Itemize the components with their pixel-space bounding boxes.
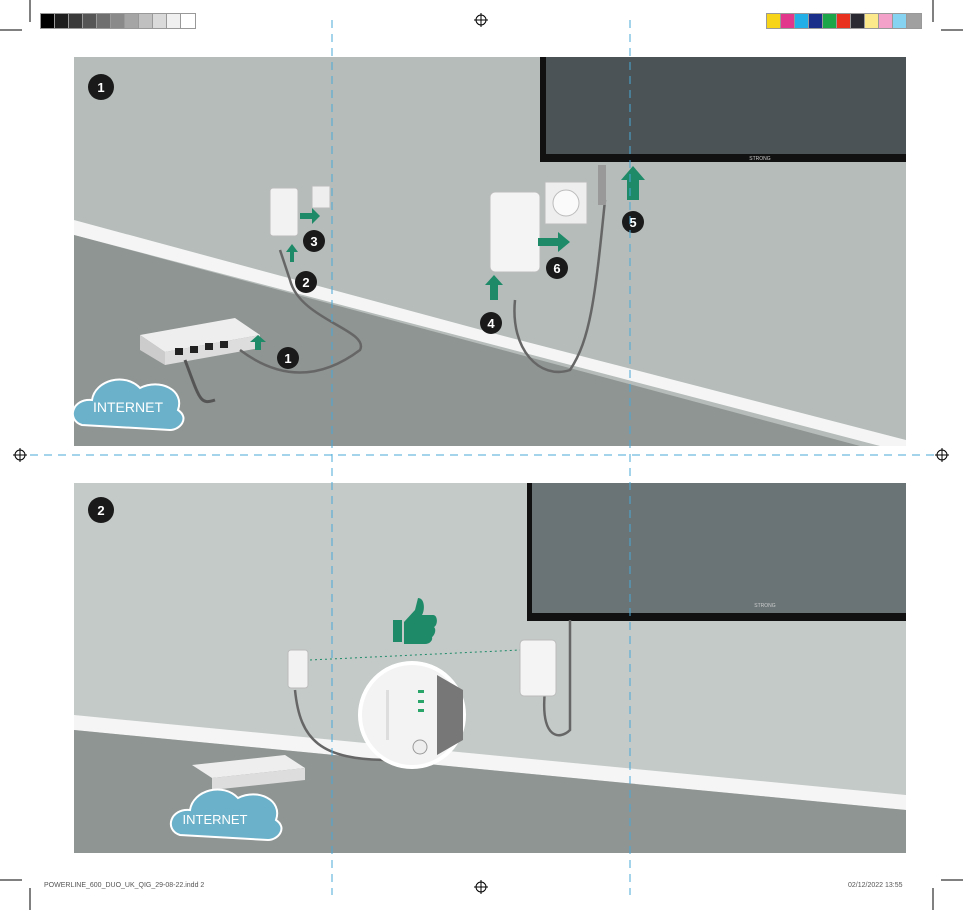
- footer-file-name: POWERLINE_600_DUO_UK_QIG_29-08-22.indd 2: [44, 882, 205, 889]
- step-badge: 4: [487, 316, 495, 331]
- color-swatch: [82, 13, 98, 29]
- internet-cloud: INTERNET: [169, 788, 283, 842]
- internet-cloud: INTERNET: [71, 378, 185, 432]
- color-swatch: [68, 13, 84, 29]
- color-swatch: [794, 13, 810, 29]
- color-swatch: [780, 13, 796, 29]
- panel-badge: 1: [97, 80, 104, 95]
- step-badge: 2: [302, 275, 309, 290]
- color-swatch: [878, 13, 894, 29]
- color-swatch: [166, 13, 182, 29]
- panel-badge: 2: [97, 503, 104, 518]
- svg-text:INTERNET: INTERNET: [93, 399, 163, 415]
- color-swatch: [124, 13, 140, 29]
- color-swatch: [906, 13, 922, 29]
- color-swatch: [808, 13, 824, 29]
- color-swatch: [850, 13, 866, 29]
- footer-timestamp: 02/12/2022 13:55: [848, 882, 903, 889]
- color-swatch: [766, 13, 782, 29]
- color-swatch: [864, 13, 880, 29]
- tv-brand: STRONG: [749, 156, 771, 162]
- thumbs-up-icon: [393, 598, 437, 644]
- color-swatch: [892, 13, 908, 29]
- tv-brand: STRONG: [754, 603, 776, 609]
- arrow-icon: [250, 166, 645, 350]
- color-swatch: [180, 13, 196, 29]
- color-swatch: [836, 13, 852, 29]
- color-swatch: [40, 13, 56, 29]
- color-swatch: [54, 13, 70, 29]
- step-badge: 6: [553, 261, 560, 276]
- fold-guides: [30, 20, 935, 895]
- color-swatch: [110, 13, 126, 29]
- color-swatch: [138, 13, 154, 29]
- panel-2: STRONG INTERNET 2: [74, 483, 906, 853]
- color-swatch: [152, 13, 168, 29]
- step-badge: 1: [284, 351, 291, 366]
- svg-text:INTERNET: INTERNET: [183, 812, 248, 827]
- panel-1: STRONG INTERNET: [71, 57, 906, 446]
- color-swatch: [822, 13, 838, 29]
- step-badge: 5: [629, 215, 636, 230]
- color-swatch: [96, 13, 112, 29]
- registration-mark-icon: [13, 13, 949, 894]
- step-badge: 3: [310, 234, 317, 249]
